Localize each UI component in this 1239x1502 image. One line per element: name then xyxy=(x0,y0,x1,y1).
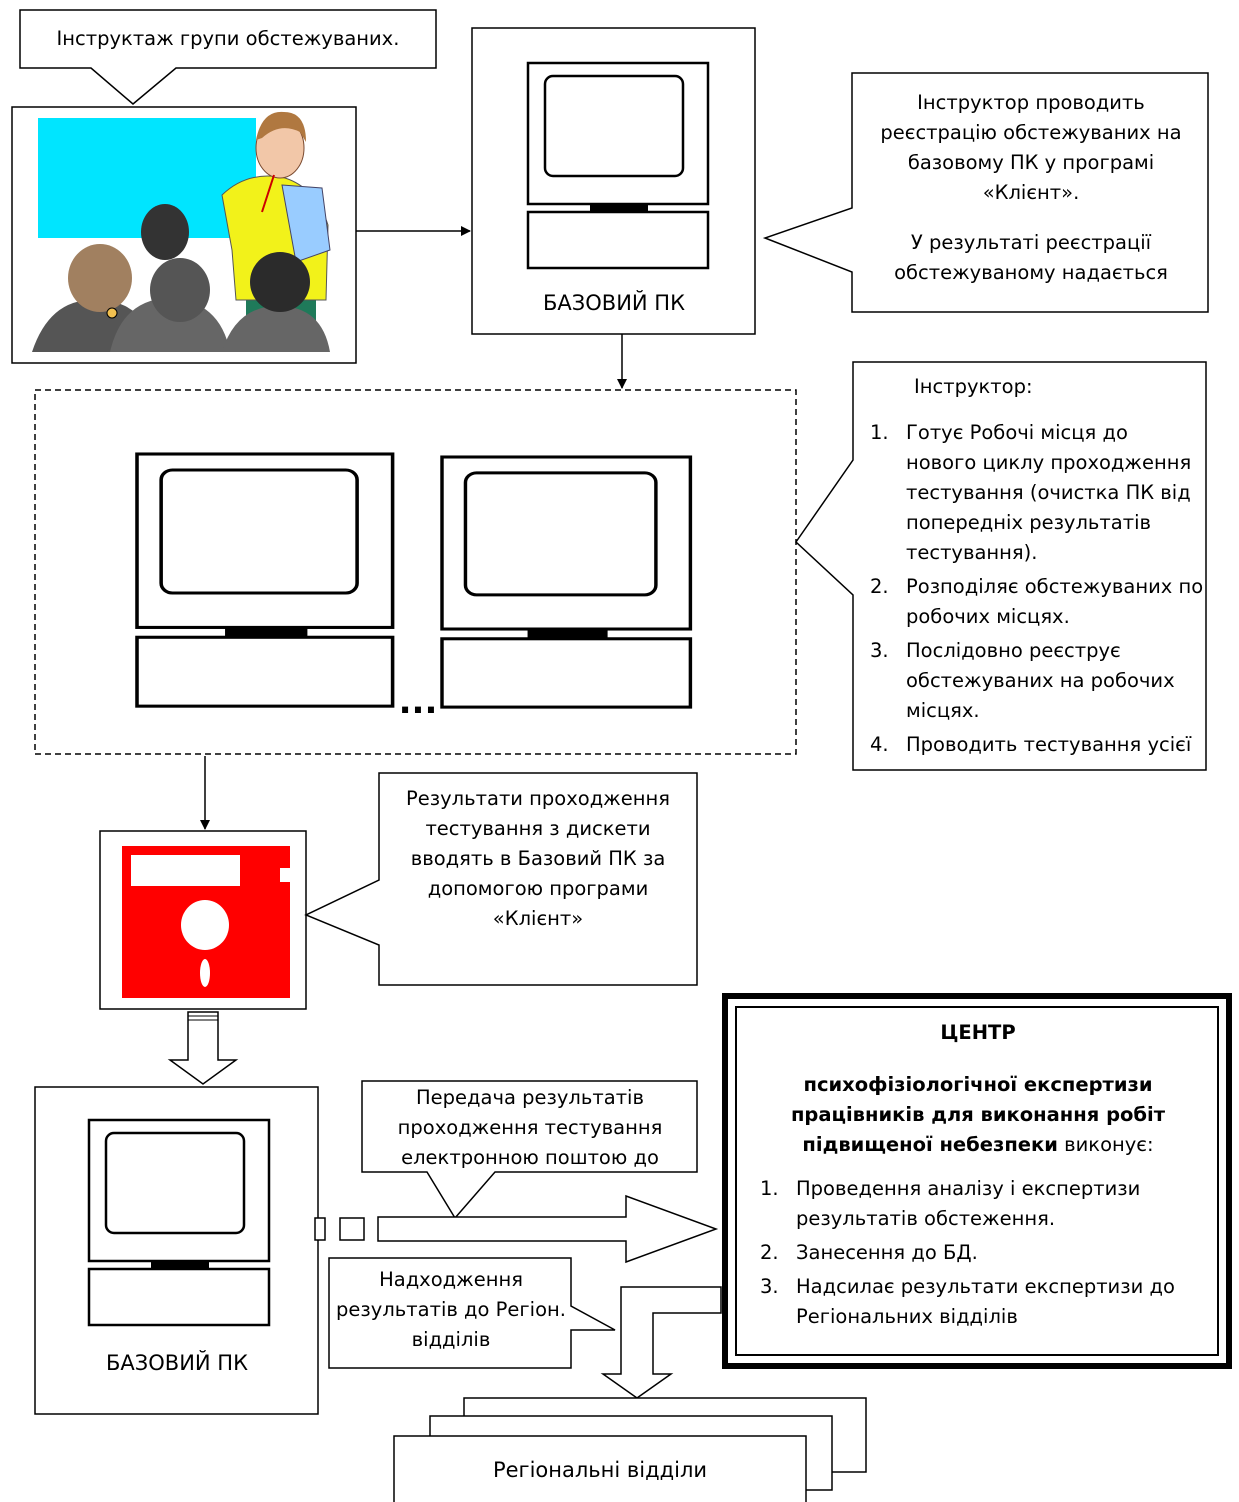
base-pc-bottom-icon xyxy=(87,1118,271,1327)
list-item-number: 1. xyxy=(870,421,889,444)
diskette-icon xyxy=(99,830,307,1010)
list-item-number: 4. xyxy=(870,733,889,756)
workstation-pc-2 xyxy=(440,455,693,709)
list-item-text: Послідовно реєструє обстежуваних на робо… xyxy=(906,639,1175,722)
list-item-number: 2. xyxy=(870,575,889,598)
list-item-text: Готує Робочі місця до нового циклу прохо… xyxy=(906,421,1192,564)
list-item-text: Надсилає результати експертизи до Регіон… xyxy=(796,1275,1175,1328)
regional-departments-label: Регіональні відділи xyxy=(492,1458,708,1482)
instructor-callout xyxy=(795,361,1207,771)
instructor-task-list: 1. Готує Робочі місця до нового циклу про… xyxy=(870,418,1204,762)
email-callout-text: Передача результатів проходження тестува… xyxy=(397,1086,663,1169)
list-item-text: Проводить тестування усієї групи (консул… xyxy=(906,733,1192,756)
regional-in-callout xyxy=(328,1257,616,1369)
instruction-callout-text: Інструктаж групи обстежуваних. xyxy=(56,27,400,50)
hollow-arrow-center-to-regional xyxy=(600,1286,722,1399)
base-pc-top-icon xyxy=(526,61,710,270)
center-task-list: 1. Проведення аналізу і експертизи резуль… xyxy=(742,1174,1214,1332)
list-item-text: Проведення аналізу і експертизи результа… xyxy=(796,1177,1141,1230)
instruction-callout xyxy=(19,9,437,105)
list-item: 1. Готує Робочі місця до нового циклу про… xyxy=(870,418,1204,568)
diskette-callout-text: Результати проходження тестування з диск… xyxy=(406,787,670,930)
registration-callout-text: Інструктор проводить реєстрацію обстежув… xyxy=(866,88,1196,300)
list-item-number: 3. xyxy=(870,639,889,662)
instructor-callout-text: Інструктор: 1. Готує Робочі місця до ново… xyxy=(870,372,1204,762)
center-subtitle-bold: психофізіологічної експертизи працівникі… xyxy=(790,1073,1166,1156)
workstations-ellipsis: ... xyxy=(398,682,438,722)
center-title: ЦЕНТР xyxy=(940,1021,1016,1044)
center-box-frame xyxy=(722,993,1232,1369)
base-pc-top-label: БАЗОВИЙ ПК xyxy=(543,291,685,315)
list-item-text: Занесення до БД. xyxy=(796,1241,978,1264)
list-item-number: 3. xyxy=(760,1275,779,1298)
instructor-heading: Інструктор: xyxy=(914,375,1033,398)
base-pc-bottom-label: БАЗОВИЙ ПК xyxy=(106,1351,248,1375)
regional-in-callout-text: Надходження результатів до Регіон. відді… xyxy=(336,1268,566,1351)
list-item: 3. Послідовно реєструє обстежуваних на ро… xyxy=(870,636,1204,726)
email-callout xyxy=(361,1080,698,1220)
workstations-group xyxy=(34,389,797,755)
list-item: 4. Проводить тестування усієї групи (конс… xyxy=(870,730,1204,762)
hollow-arrow-basepc-to-center xyxy=(314,1194,719,1264)
hollow-arrow-diskette-to-basepc xyxy=(167,1011,239,1085)
registration-callout xyxy=(762,72,1209,313)
list-item: 2. Занесення до БД. xyxy=(760,1238,1214,1268)
diskette-callout xyxy=(304,772,698,986)
list-item: 3. Надсилає результати експертизи до Регі… xyxy=(760,1272,1214,1332)
registration-text-2: У результаті реєстрації обстежуваному на… xyxy=(894,231,1168,284)
list-item: 2. Розподіляє обстежуваних по робочих міс… xyxy=(870,572,1204,632)
list-item: 1. Проведення аналізу і експертизи резуль… xyxy=(760,1174,1214,1234)
center-subtitle-rest: виконує: xyxy=(1057,1133,1154,1156)
list-item-text: Розподіляє обстежуваних по робочих місця… xyxy=(906,575,1204,628)
center-box-text: ЦЕНТР психофізіологічної експертизи прац… xyxy=(742,1016,1214,1346)
list-item-number: 2. xyxy=(760,1241,779,1264)
center-subtitle: психофізіологічної експертизи працівникі… xyxy=(752,1070,1204,1160)
registration-text-1: Інструктор проводить реєстрацію обстежув… xyxy=(880,91,1182,204)
regional-departments-stack xyxy=(393,1397,867,1502)
classroom-picture xyxy=(11,106,357,364)
workstation-pc-1 xyxy=(135,452,395,708)
list-item-number: 1. xyxy=(760,1177,779,1200)
